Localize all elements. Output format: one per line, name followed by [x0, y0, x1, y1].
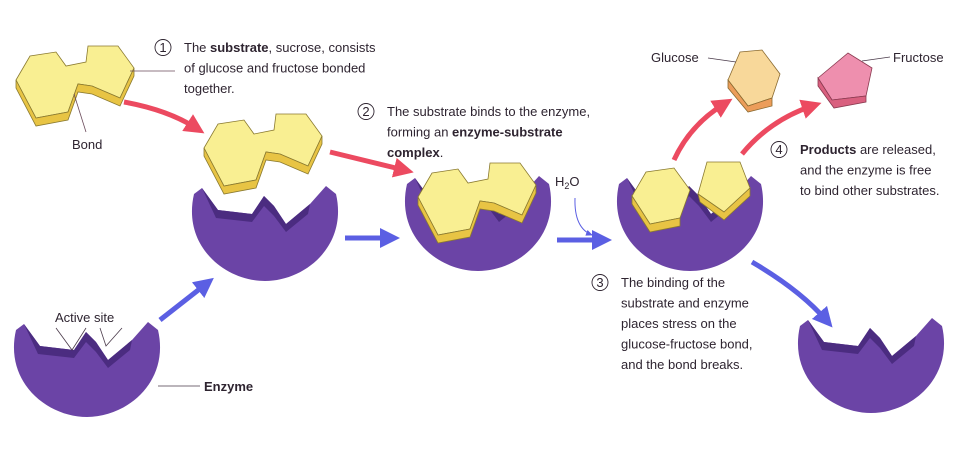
step-number: 1: [159, 40, 166, 55]
step-4-caption: 4 Products are released, and the enzyme is…: [770, 141, 939, 198]
active-site-label: Active site: [55, 310, 114, 325]
step-number-circle: [357, 103, 375, 120]
red-arrow-bind: [123, 99, 205, 134]
step-text-line: Products are released,: [800, 142, 936, 157]
step-number: 3: [596, 275, 603, 290]
step-text-line: of glucose and fructose bonded: [184, 61, 365, 76]
bond-pointer: [73, 93, 87, 133]
step-text-line: places stress on the: [621, 316, 737, 331]
step-number-circle: [591, 274, 609, 291]
step-number-circle: [770, 141, 788, 158]
fructose-label: Fructose: [893, 50, 944, 65]
step-3-caption: 3 The binding of the substrate and enzyme p…: [591, 274, 753, 372]
red-arrow-fructose: [740, 99, 822, 156]
blue-arrow-enzyme-up: [158, 277, 214, 322]
water-label: H2O: [555, 174, 580, 191]
step-text-line: to bind other substrates.: [800, 183, 939, 198]
step-text-line: complex.: [387, 145, 443, 160]
glucose-product: [727, 49, 781, 113]
step-text-line: The substrate binds to the enzyme,: [387, 104, 590, 119]
bond-label: Bond: [72, 137, 102, 152]
water-arrow: [574, 197, 593, 236]
enzyme-label: Enzyme: [204, 379, 253, 394]
free-enzyme: [13, 322, 161, 417]
step-text-line: glucose-fructose bond,: [621, 337, 753, 352]
step-text-line: forming an enzyme-substrate: [387, 125, 563, 140]
fructose-product: [817, 52, 873, 109]
step-text-line: The binding of the: [621, 275, 725, 290]
step-1-caption: 1 The substrate, sucrose, consists of gluc…: [154, 39, 376, 96]
step-2-caption: 2 The substrate binds to the enzyme, formi…: [357, 103, 590, 160]
step-number: 4: [775, 142, 782, 157]
step-number-circle: [154, 39, 172, 56]
glucose-label: Glucose: [651, 50, 699, 65]
red-arrow-complex: [329, 149, 414, 178]
enzyme-1: [191, 186, 339, 281]
step-text-line: and the enzyme is free: [800, 163, 932, 178]
blue-arrow-release: [750, 259, 833, 328]
step-text-line: and the bond breaks.: [621, 357, 743, 372]
sucrose-molecule: [15, 45, 135, 127]
step-text-line: together.: [184, 81, 235, 96]
step-number: 2: [362, 104, 369, 119]
released-enzyme: [797, 318, 945, 413]
red-arrow-glucose: [671, 98, 733, 162]
sucrose-approaching: [203, 113, 323, 195]
step-text-line: substrate and enzyme: [621, 296, 749, 311]
step-text-line: The substrate, sucrose, consists: [184, 40, 376, 55]
